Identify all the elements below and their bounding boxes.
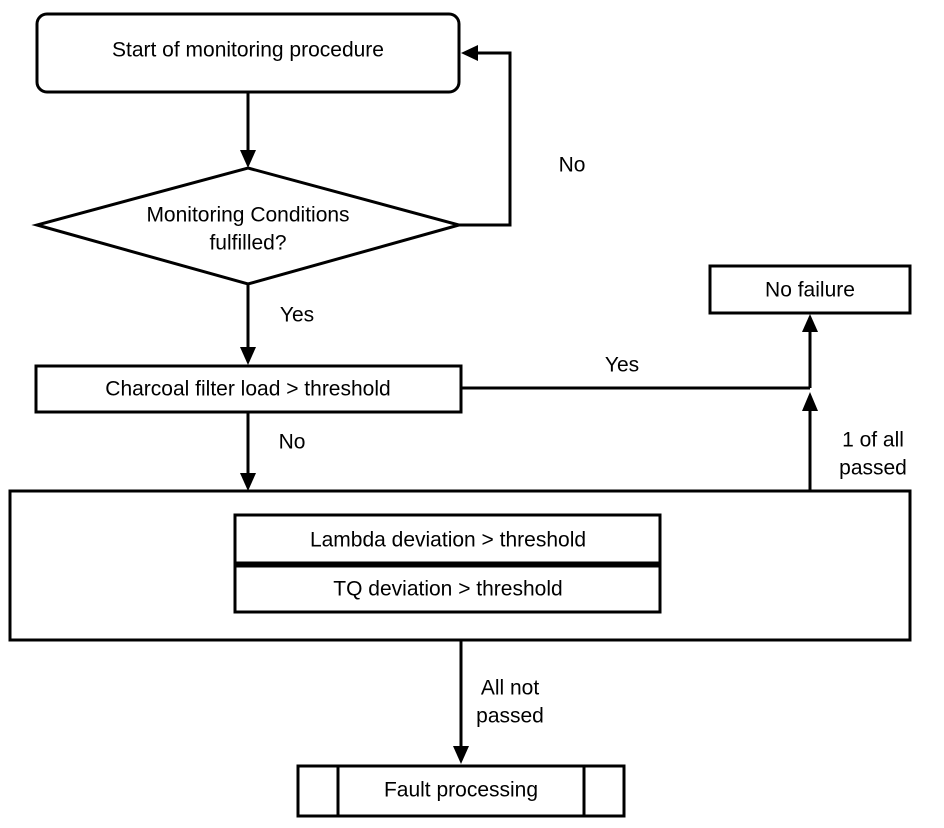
tq-node: TQ deviation > threshold <box>233 564 662 614</box>
label-condition-yes: Yes <box>280 304 314 327</box>
fault-node: Fault processing <box>296 764 626 818</box>
label-passed-line2: passed <box>839 457 907 480</box>
decision-node-label-line1: Monitoring Conditions <box>146 204 349 227</box>
arrow-to-fault <box>453 640 469 764</box>
label-condition-no: No <box>559 154 586 177</box>
label-not-passed-line1: All not <box>481 677 540 700</box>
arrow-charcoal-to-checks <box>240 412 256 491</box>
label-passed-line1: 1 of all <box>842 429 904 452</box>
charcoal-node-label: Charcoal filter load > threshold <box>105 378 390 401</box>
arrow-start-to-decision <box>240 92 256 168</box>
label-not-passed-line2: passed <box>476 705 544 728</box>
arrow-passed <box>802 392 818 491</box>
label-charcoal-no: No <box>279 431 306 454</box>
charcoal-node: Charcoal filter load > threshold <box>34 364 463 414</box>
decision-node: Monitoring Conditions fulfilled? <box>31 166 465 286</box>
tq-node-label: TQ deviation > threshold <box>333 578 562 601</box>
label-charcoal-yes: Yes <box>605 354 639 377</box>
start-node-label: Start of monitoring procedure <box>112 39 384 62</box>
lambda-node-label: Lambda deviation > threshold <box>310 529 586 552</box>
fault-node-label: Fault processing <box>384 779 538 802</box>
arrow-decision-to-charcoal <box>240 284 256 365</box>
arrow-no-loop <box>459 45 512 227</box>
no-failure-node: No failure <box>708 264 912 315</box>
lambda-node: Lambda deviation > threshold <box>233 513 662 565</box>
arrow-to-no-failure <box>802 314 818 388</box>
start-node: Start of monitoring procedure <box>35 12 461 94</box>
decision-node-label-line2: fulfilled? <box>209 232 286 255</box>
no-failure-node-label: No failure <box>765 279 855 302</box>
